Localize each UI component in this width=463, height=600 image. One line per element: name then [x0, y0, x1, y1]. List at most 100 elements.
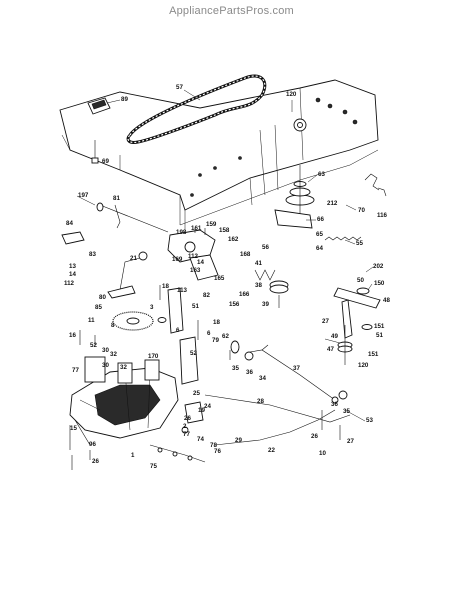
callout-26: 26: [92, 458, 99, 465]
callout-74: 74: [197, 436, 204, 443]
callout-151: 151: [368, 351, 379, 358]
callout-14: 14: [69, 271, 76, 278]
callout-38: 38: [255, 282, 262, 289]
callout-161: 161: [191, 225, 202, 232]
callout-47: 47: [327, 346, 334, 353]
callout-49: 49: [331, 333, 338, 340]
shift-bracket: [167, 228, 219, 281]
callout-30: 30: [102, 347, 109, 354]
callout-24: 24: [204, 403, 211, 410]
leader-lines: [76, 89, 374, 422]
callout-78: 78: [210, 442, 217, 449]
callout-16: 16: [69, 332, 76, 339]
callout-169: 169: [172, 256, 183, 263]
callout-25: 25: [193, 390, 200, 397]
callout-29: 29: [235, 437, 242, 444]
spring-part: [324, 236, 362, 241]
callout-197: 197: [78, 192, 89, 199]
callout-168: 168: [240, 251, 251, 258]
callout-120: 120: [286, 91, 297, 98]
callout-79: 79: [212, 337, 219, 344]
callout-113: 113: [177, 287, 188, 294]
callout-18: 18: [162, 283, 169, 290]
watermark-text: AppliancePartsPros.com: [169, 5, 294, 17]
callout-27: 27: [347, 438, 354, 445]
callout-36: 36: [246, 369, 253, 376]
callout-151: 151: [374, 323, 385, 330]
callout-36: 36: [331, 401, 338, 408]
callout-15: 15: [70, 425, 77, 432]
callout-19: 19: [198, 407, 205, 414]
callout-53: 53: [366, 417, 373, 424]
callout-48: 48: [383, 297, 390, 304]
callout-166: 166: [239, 291, 250, 298]
callout-163: 163: [190, 267, 201, 274]
drive-belt: [126, 74, 267, 144]
callout-65: 65: [316, 231, 323, 238]
callout-51: 51: [192, 303, 199, 310]
callout-51: 51: [376, 332, 383, 339]
callout-26: 26: [311, 433, 318, 440]
callout-52: 52: [190, 350, 197, 357]
callout-32: 32: [110, 351, 117, 358]
callout-27: 27: [322, 318, 329, 325]
callout-83: 83: [89, 251, 96, 258]
callout-39: 39: [262, 301, 269, 308]
callout-57: 57: [176, 84, 183, 91]
callout-162: 162: [228, 236, 239, 243]
callout-1: 1: [131, 452, 135, 459]
callout-159: 159: [206, 221, 217, 228]
callout-77: 77: [72, 367, 79, 374]
callout-112: 112: [64, 280, 75, 287]
idler-bracket: [333, 287, 381, 339]
callout-75: 75: [150, 463, 157, 470]
callout-81: 81: [113, 195, 120, 202]
callout-96: 96: [89, 441, 96, 448]
callout-labels: 89 57 120 69 63 212 70 116 197 81 66 65 …: [64, 84, 390, 470]
callout-85: 85: [95, 304, 102, 311]
callout-21: 21: [130, 255, 137, 262]
callout-120: 120: [358, 362, 369, 369]
callout-70: 70: [358, 207, 365, 214]
pulley-assembly: [285, 165, 315, 225]
transaxle: [69, 356, 179, 450]
callout-165: 165: [214, 275, 225, 282]
callout-170: 170: [148, 353, 159, 360]
callout-158: 158: [219, 227, 230, 234]
callout-37: 37: [293, 365, 300, 372]
callout-11: 11: [88, 317, 95, 324]
shift-lever: [107, 251, 148, 299]
callout-76: 76: [214, 448, 221, 455]
callout-66: 66: [317, 216, 324, 223]
callout-64: 64: [316, 245, 323, 252]
callout-156: 156: [229, 301, 240, 308]
callout-2: 2: [183, 423, 187, 430]
callout-202: 202: [373, 263, 384, 270]
callout-116: 116: [377, 212, 388, 219]
callout-10: 10: [319, 450, 326, 457]
callout-3: 3: [150, 304, 154, 311]
callout-112: 112: [188, 253, 199, 260]
callout-80: 80: [99, 294, 106, 301]
callout-82: 82: [203, 292, 210, 299]
callout-52: 52: [90, 342, 97, 349]
callout-84: 84: [66, 220, 73, 227]
callout-69: 69: [102, 158, 109, 165]
callout-212: 212: [327, 200, 338, 207]
callout-41: 41: [255, 260, 262, 267]
callout-198: 198: [176, 229, 187, 236]
callout-50: 50: [357, 277, 364, 284]
callout-77: 77: [183, 431, 190, 438]
callout-56: 56: [262, 244, 269, 251]
callout-26: 26: [184, 415, 191, 422]
callout-55: 55: [356, 240, 363, 247]
callout-150: 150: [374, 280, 385, 287]
callout-6: 6: [207, 330, 211, 337]
callout-28: 28: [257, 398, 264, 405]
callout-32: 32: [120, 364, 127, 371]
callout-62: 62: [222, 333, 229, 340]
callout-35: 35: [343, 408, 350, 415]
callout-14: 14: [197, 259, 204, 266]
callout-89: 89: [121, 96, 128, 103]
